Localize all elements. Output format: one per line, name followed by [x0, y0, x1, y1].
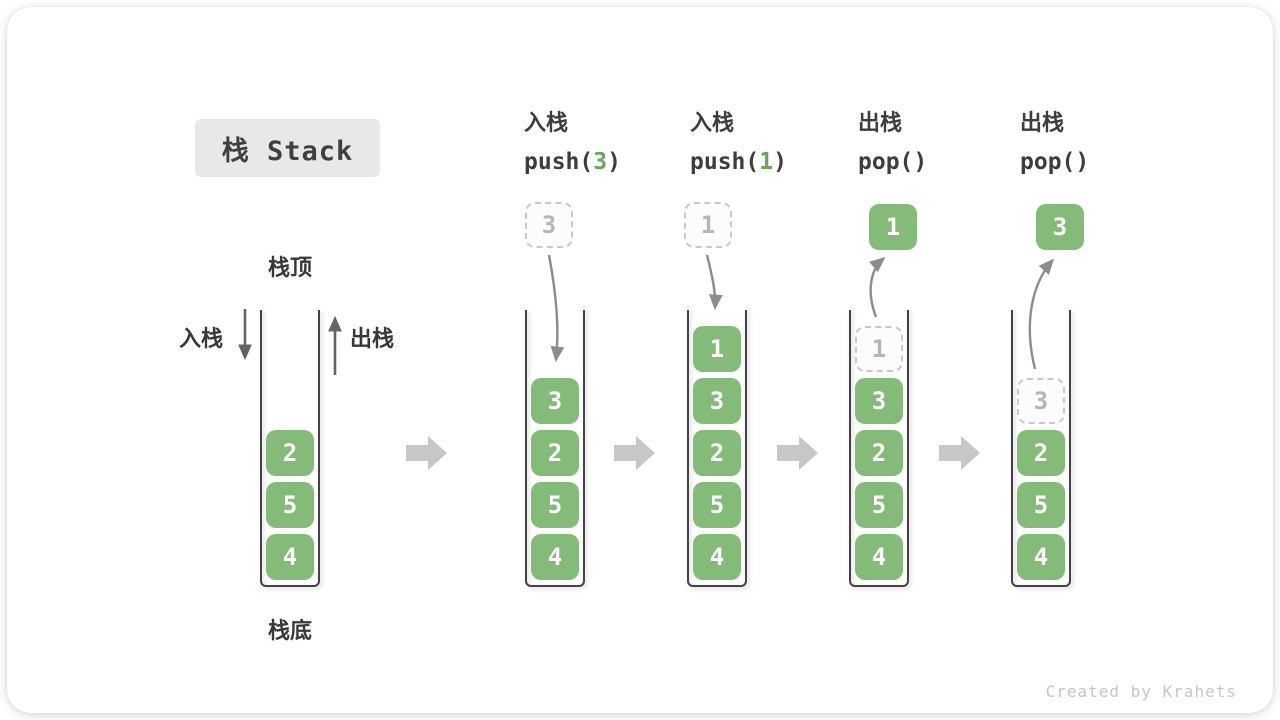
step1-code: push(3): [524, 148, 621, 176]
step2-code: push(1): [690, 148, 787, 176]
transition-arrow-3: [777, 436, 818, 470]
code-pre: push(: [690, 149, 760, 175]
floating-value-ghost: 1: [684, 202, 732, 248]
push-legend-label: 入栈: [179, 327, 224, 352]
stack-cell: 4: [693, 534, 741, 580]
step3-code: pop(): [858, 148, 927, 176]
floating-value-ghost: 3: [525, 202, 573, 248]
stack-cell: 2: [531, 430, 579, 476]
stack-cell: 4: [1017, 534, 1065, 580]
code-pre: pop(: [1020, 149, 1076, 175]
stack-cell: 2: [693, 430, 741, 476]
code-pre: push(: [524, 149, 594, 175]
pop-legend-label: 出栈: [350, 327, 395, 352]
stack-container-step2: [687, 310, 747, 587]
arrows-overlay: [238, 254, 1055, 470]
title-text: 栈 Stack: [221, 135, 354, 167]
stack-cell: 3: [855, 378, 903, 424]
stack-cell: 4: [531, 534, 579, 580]
code-arg: 1: [759, 149, 774, 175]
step3-op-label: 出栈: [858, 111, 903, 136]
step1-op-label: 入栈: [524, 111, 569, 136]
stack-cell: 5: [266, 482, 314, 528]
stack-container-step4: [1011, 310, 1071, 587]
code-post: ): [913, 149, 928, 175]
step4-code: pop(): [1020, 148, 1089, 176]
stack-cell: 1: [693, 326, 741, 372]
code-post: ): [607, 149, 621, 175]
stack-cell: 5: [855, 482, 903, 528]
floating-value-solid: 1: [869, 204, 917, 250]
code-arg: 3: [593, 149, 608, 175]
stack-container-initial: [260, 310, 320, 587]
step4-op-label: 出栈: [1020, 111, 1065, 136]
stack-cell: 4: [855, 534, 903, 580]
stack-bottom-label: 栈底: [267, 619, 312, 644]
code-pre: pop(: [858, 149, 914, 175]
stack-container-step3: [849, 310, 909, 587]
stack-cell: 3: [693, 378, 741, 424]
pop1-curve-arrow: [869, 257, 886, 318]
transition-arrow-2: [614, 436, 655, 470]
stack-cell: 2: [1017, 430, 1065, 476]
stack-cell-ghost: 3: [1017, 378, 1065, 424]
stack-cell-ghost: 1: [855, 326, 903, 372]
code-post: ): [773, 149, 787, 175]
push1-curve-arrow: [705, 254, 723, 311]
transition-arrow-1: [406, 436, 447, 470]
transition-arrow-4: [939, 436, 980, 470]
stack-cell: 5: [693, 482, 741, 528]
diagram-card: 栈 Stack 入栈 push(3) 入栈 push(1) 出栈 pop() 出…: [7, 7, 1273, 713]
stack-cell: 3: [531, 378, 579, 424]
stack-container-step1: [525, 310, 585, 587]
floating-value-solid: 3: [1036, 204, 1084, 250]
stack-top-label: 栈顶: [267, 256, 312, 281]
stack-cell: 5: [531, 482, 579, 528]
stack-cell: 2: [266, 430, 314, 476]
step2-op-label: 入栈: [690, 111, 735, 136]
title-box: 栈 Stack: [195, 119, 380, 177]
stack-cell: 5: [1017, 482, 1065, 528]
stack-cell: 2: [855, 430, 903, 476]
code-post: ): [1075, 149, 1090, 175]
watermark-credit: Created by Krahets: [1045, 682, 1237, 701]
stack-cell: 4: [266, 534, 314, 580]
